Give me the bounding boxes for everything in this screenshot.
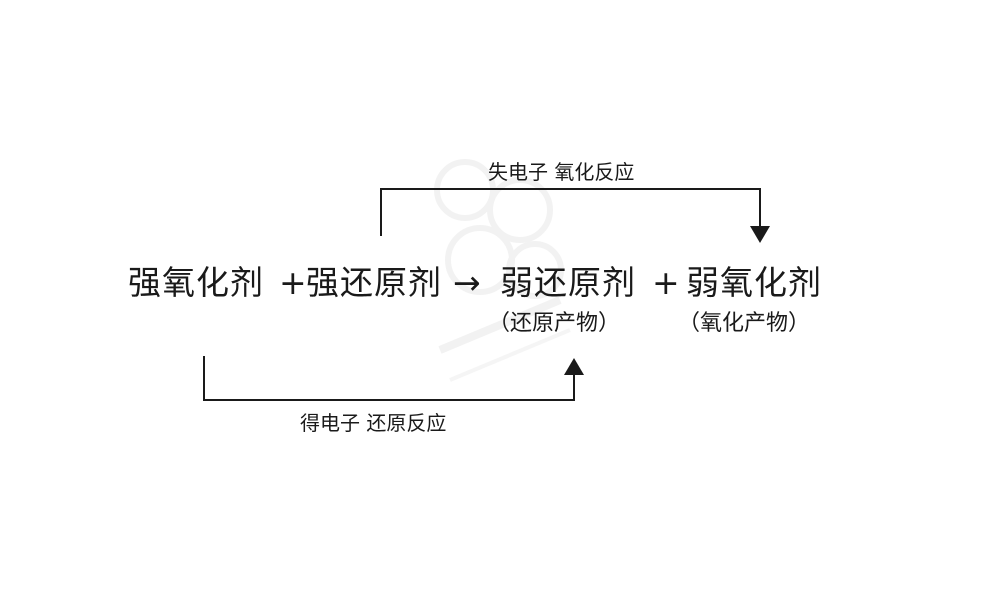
electron-gain-arrowhead — [564, 358, 584, 375]
plus-sign: + — [652, 263, 681, 302]
electron-gain-label: 得电子 还原反应 — [300, 411, 447, 435]
watermark-logo — [434, 159, 571, 382]
reduction-product-note: （还原产物） — [488, 311, 621, 336]
strong-reductant: 强还原剂 — [306, 263, 442, 302]
weak-oxidant: 弱氧化剂 — [686, 263, 822, 302]
electron-loss-arrowhead — [750, 226, 770, 243]
strong-oxidant: 强氧化剂 — [128, 263, 264, 302]
plus-sign: + — [279, 263, 308, 302]
electron-loss-label: 失电子 氧化反应 — [488, 160, 635, 184]
electron-gain-connector — [203, 356, 575, 401]
electron-loss-connector — [380, 188, 761, 236]
weak-reductant: 弱还原剂 — [500, 263, 636, 302]
reaction-arrow: → — [453, 263, 482, 302]
oxidation-product-note: （氧化产物） — [678, 311, 811, 336]
